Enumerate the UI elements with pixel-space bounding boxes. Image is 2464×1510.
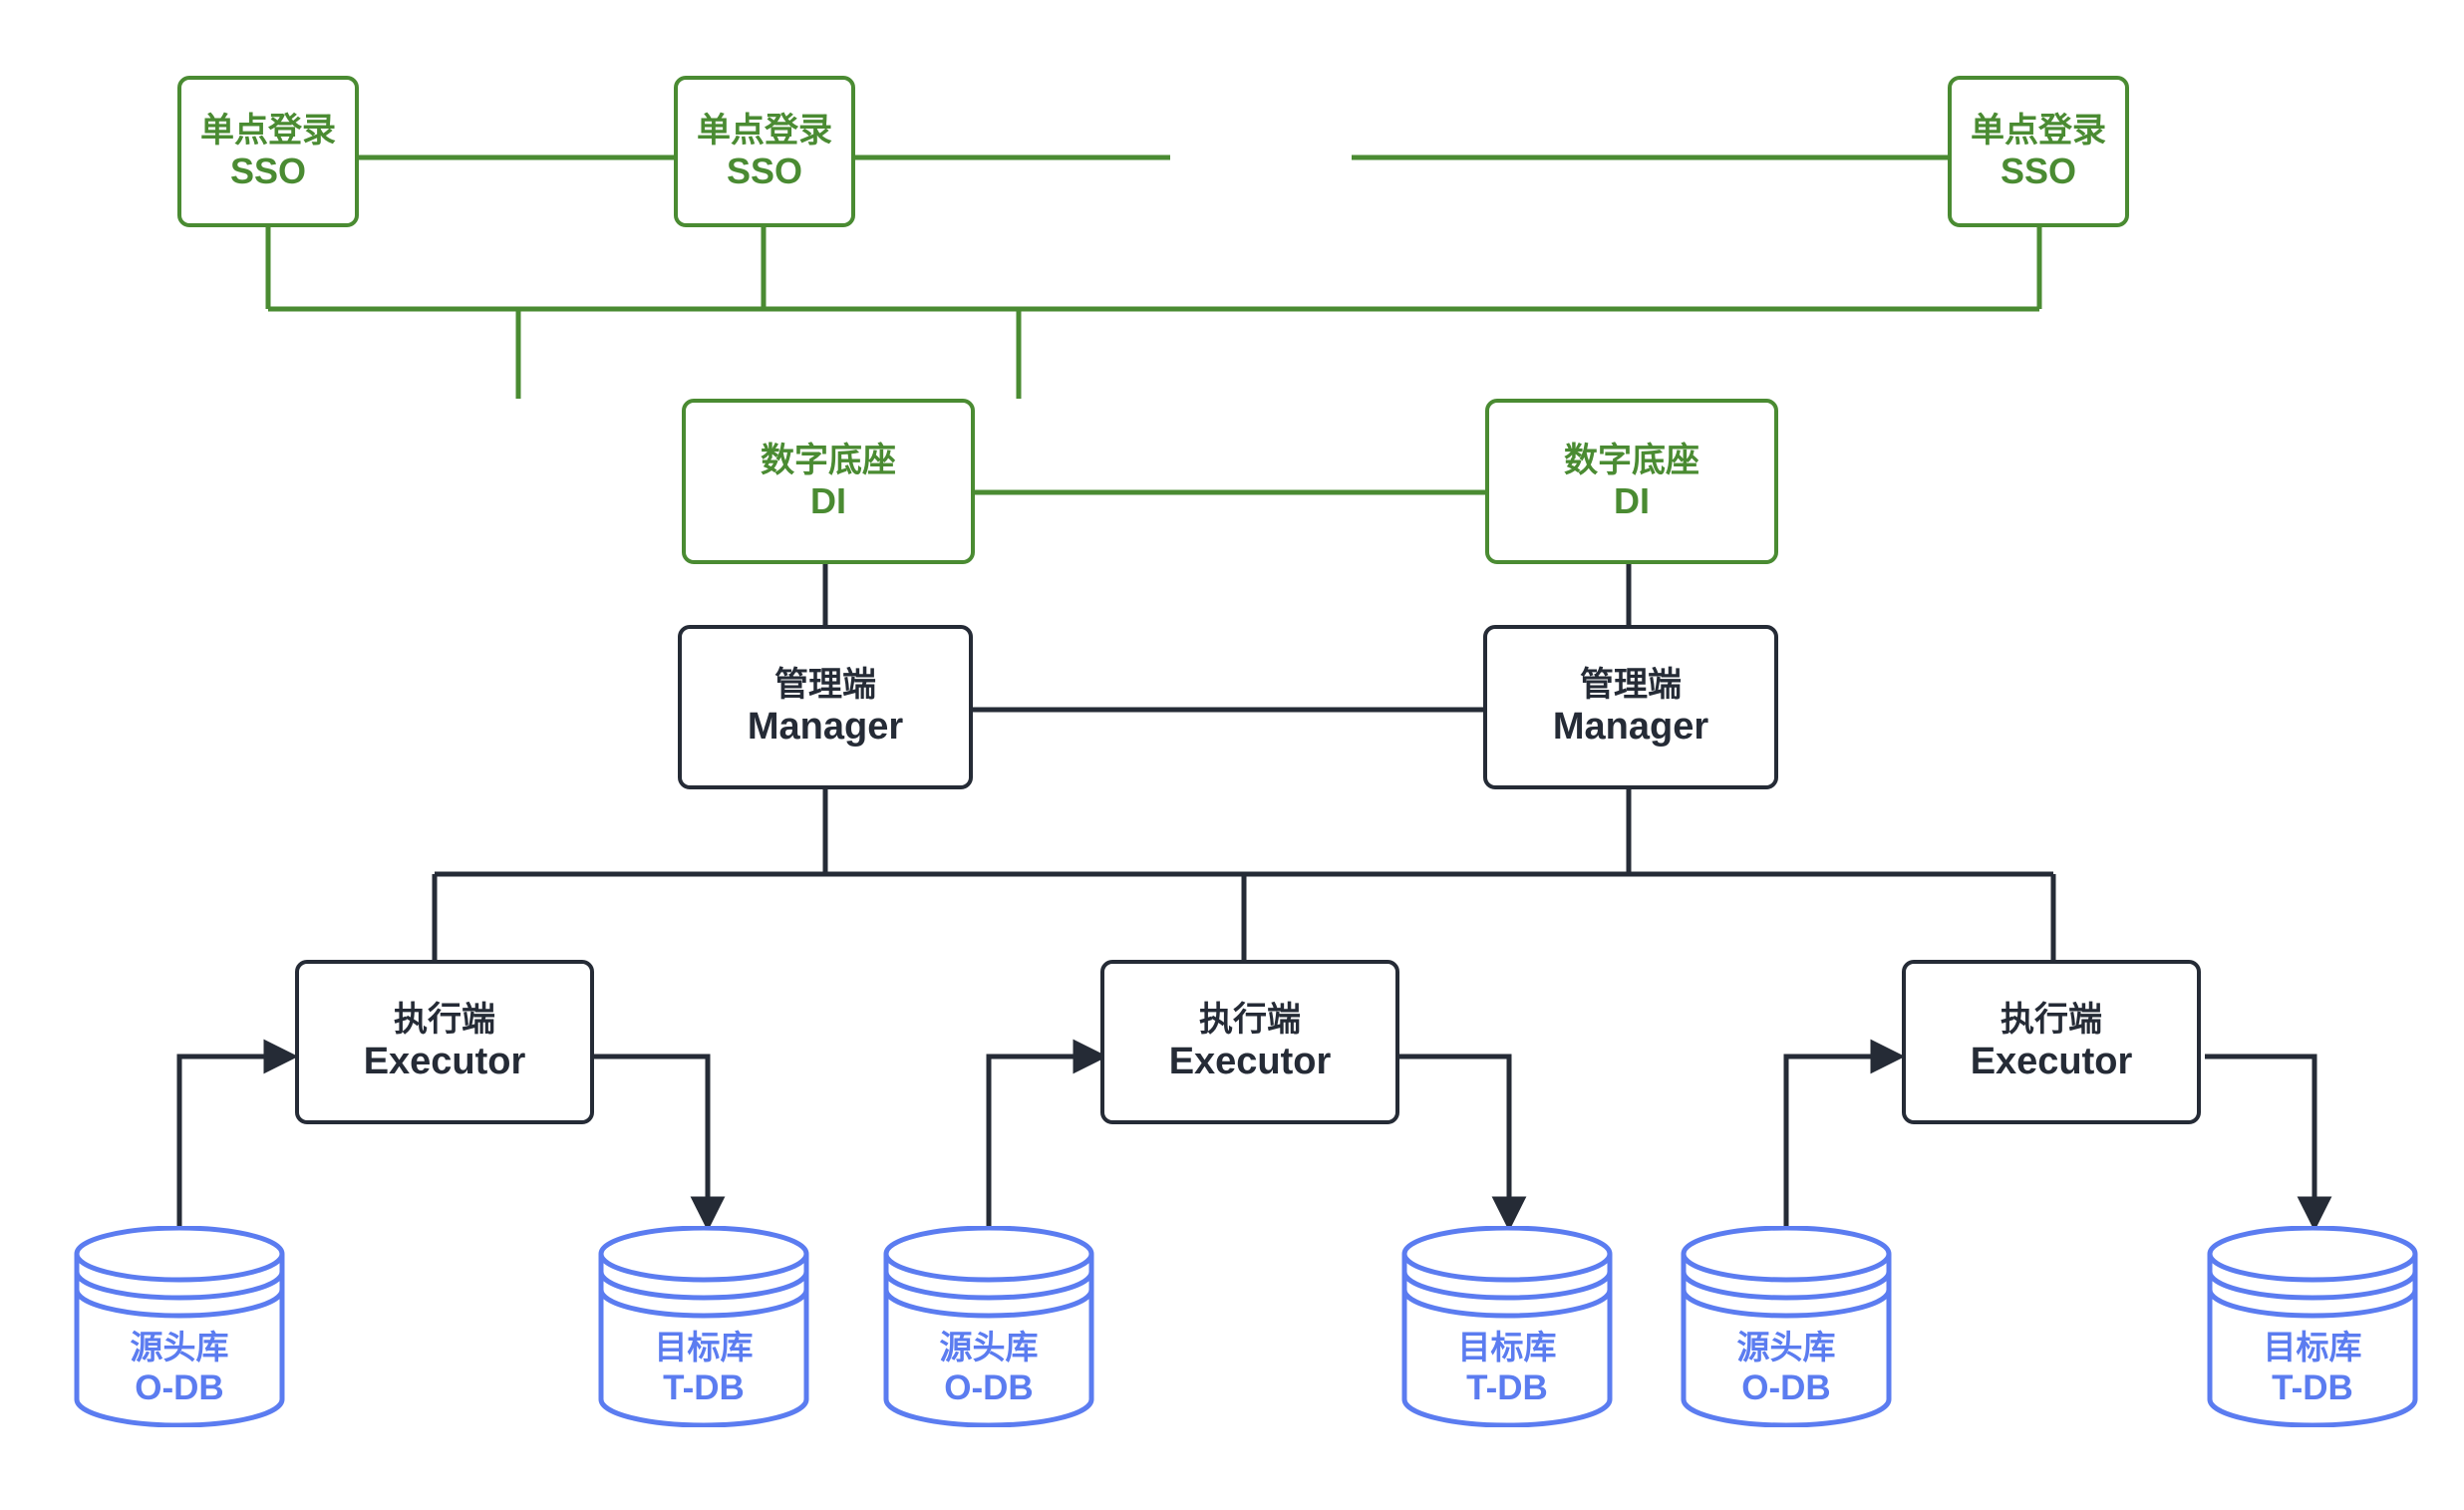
db-source-db-3[interactable]: 源头库 O-DB (1681, 1226, 1892, 1427)
node-sso-2[interactable]: 单点登录 SSO (674, 76, 855, 227)
db-source-db-3-label-en: O-DB (1741, 1368, 1831, 1407)
node-sso-1[interactable]: 单点登录 SSO (177, 76, 359, 227)
executor-2-label-cn: 执行端 (1199, 1001, 1301, 1040)
db-target-db-3-label-en: T-DB (2272, 1368, 2353, 1407)
sso-2-label-en: SSO (726, 150, 803, 191)
cylinder-shape (2207, 1226, 2418, 1427)
node-di-2[interactable]: 数字底座 DI (1485, 399, 1778, 564)
node-executor-1[interactable]: 执行端 Executor (295, 960, 594, 1124)
di-2-label-en: DI (1614, 479, 1650, 521)
manager-1-label-en: Manager (747, 706, 904, 749)
db-source-db-2-label-en: O-DB (944, 1368, 1034, 1407)
db-target-db-1-label-cn: 目标库 (654, 1329, 754, 1366)
db-source-db-3-label-cn: 源头库 (1736, 1329, 1836, 1366)
db-source-db-2[interactable]: 源头库 O-DB (883, 1226, 1094, 1427)
node-executor-2[interactable]: 执行端 Executor (1100, 960, 1399, 1124)
db-target-db-1-label-en: T-DB (663, 1368, 745, 1407)
db-target-db-3-label-cn: 目标库 (2263, 1329, 2362, 1366)
cylinder-shape (883, 1226, 1094, 1427)
node-manager-2[interactable]: 管理端 Manager (1483, 625, 1778, 789)
di-to-manager-link (822, 564, 1632, 625)
db-source-db-1[interactable]: 源头库 O-DB (74, 1226, 285, 1427)
db-target-db-2-label-cn: 目标库 (1457, 1329, 1557, 1366)
sso-3-label-en: SSO (2000, 150, 2077, 191)
node-sso-3[interactable]: 单点登录 SSO (1948, 76, 2129, 227)
cylinder-shape (1401, 1226, 1613, 1427)
cylinder-shape (598, 1226, 809, 1427)
node-manager-1[interactable]: 管理端 Manager (678, 625, 973, 789)
sso-3-label-cn: 单点登录 (1971, 111, 2106, 150)
db-source-db-1-label-en: O-DB (135, 1368, 224, 1407)
manager-to-executor-bus (432, 789, 2056, 960)
di-2-label-cn: 数字底座 (1564, 441, 1699, 479)
sso-2-label-cn: 单点登录 (697, 111, 832, 150)
cylinder-shape (1681, 1226, 1892, 1427)
db-source-db-3-labels: 源头库 O-DB (1681, 1328, 1892, 1409)
sso-1-label-cn: 单点登录 (200, 111, 336, 150)
di-1-label-en: DI (810, 479, 846, 521)
sso-to-di-bus (265, 227, 2042, 399)
db-target-db-2[interactable]: 目标库 T-DB (1401, 1226, 1613, 1427)
db-target-db-1-labels: 目标库 T-DB (598, 1328, 809, 1409)
cylinder-shape (74, 1226, 285, 1427)
sso-1-label-en: SSO (229, 150, 307, 191)
db-target-db-2-label-en: T-DB (1466, 1368, 1548, 1407)
di-1-label-cn: 数字底座 (761, 441, 896, 479)
executor-3-label-en: Executor (1970, 1041, 2133, 1083)
executor-1-label-cn: 执行端 (394, 1001, 495, 1040)
db-source-db-1-label-cn: 源头库 (130, 1329, 229, 1366)
executor-1-label-en: Executor (363, 1041, 526, 1083)
executor-2-label-en: Executor (1168, 1041, 1332, 1083)
db-source-db-1-labels: 源头库 O-DB (74, 1328, 285, 1409)
manager-2-label-en: Manager (1552, 706, 1709, 749)
db-source-db-2-labels: 源头库 O-DB (883, 1328, 1094, 1409)
db-target-db-2-labels: 目标库 T-DB (1401, 1328, 1613, 1409)
node-di-1[interactable]: 数字底座 DI (682, 399, 975, 564)
db-source-db-2-label-cn: 源头库 (939, 1329, 1039, 1366)
manager-1-label-cn: 管理端 (774, 666, 876, 705)
db-target-db-1[interactable]: 目标库 T-DB (598, 1226, 809, 1427)
db-target-db-3[interactable]: 目标库 T-DB (2207, 1226, 2418, 1427)
executor-3-label-cn: 执行端 (2001, 1001, 2102, 1040)
manager-2-label-cn: 管理端 (1580, 666, 1682, 705)
db-target-db-3-labels: 目标库 T-DB (2207, 1328, 2418, 1409)
node-executor-3[interactable]: 执行端 Executor (1902, 960, 2201, 1124)
